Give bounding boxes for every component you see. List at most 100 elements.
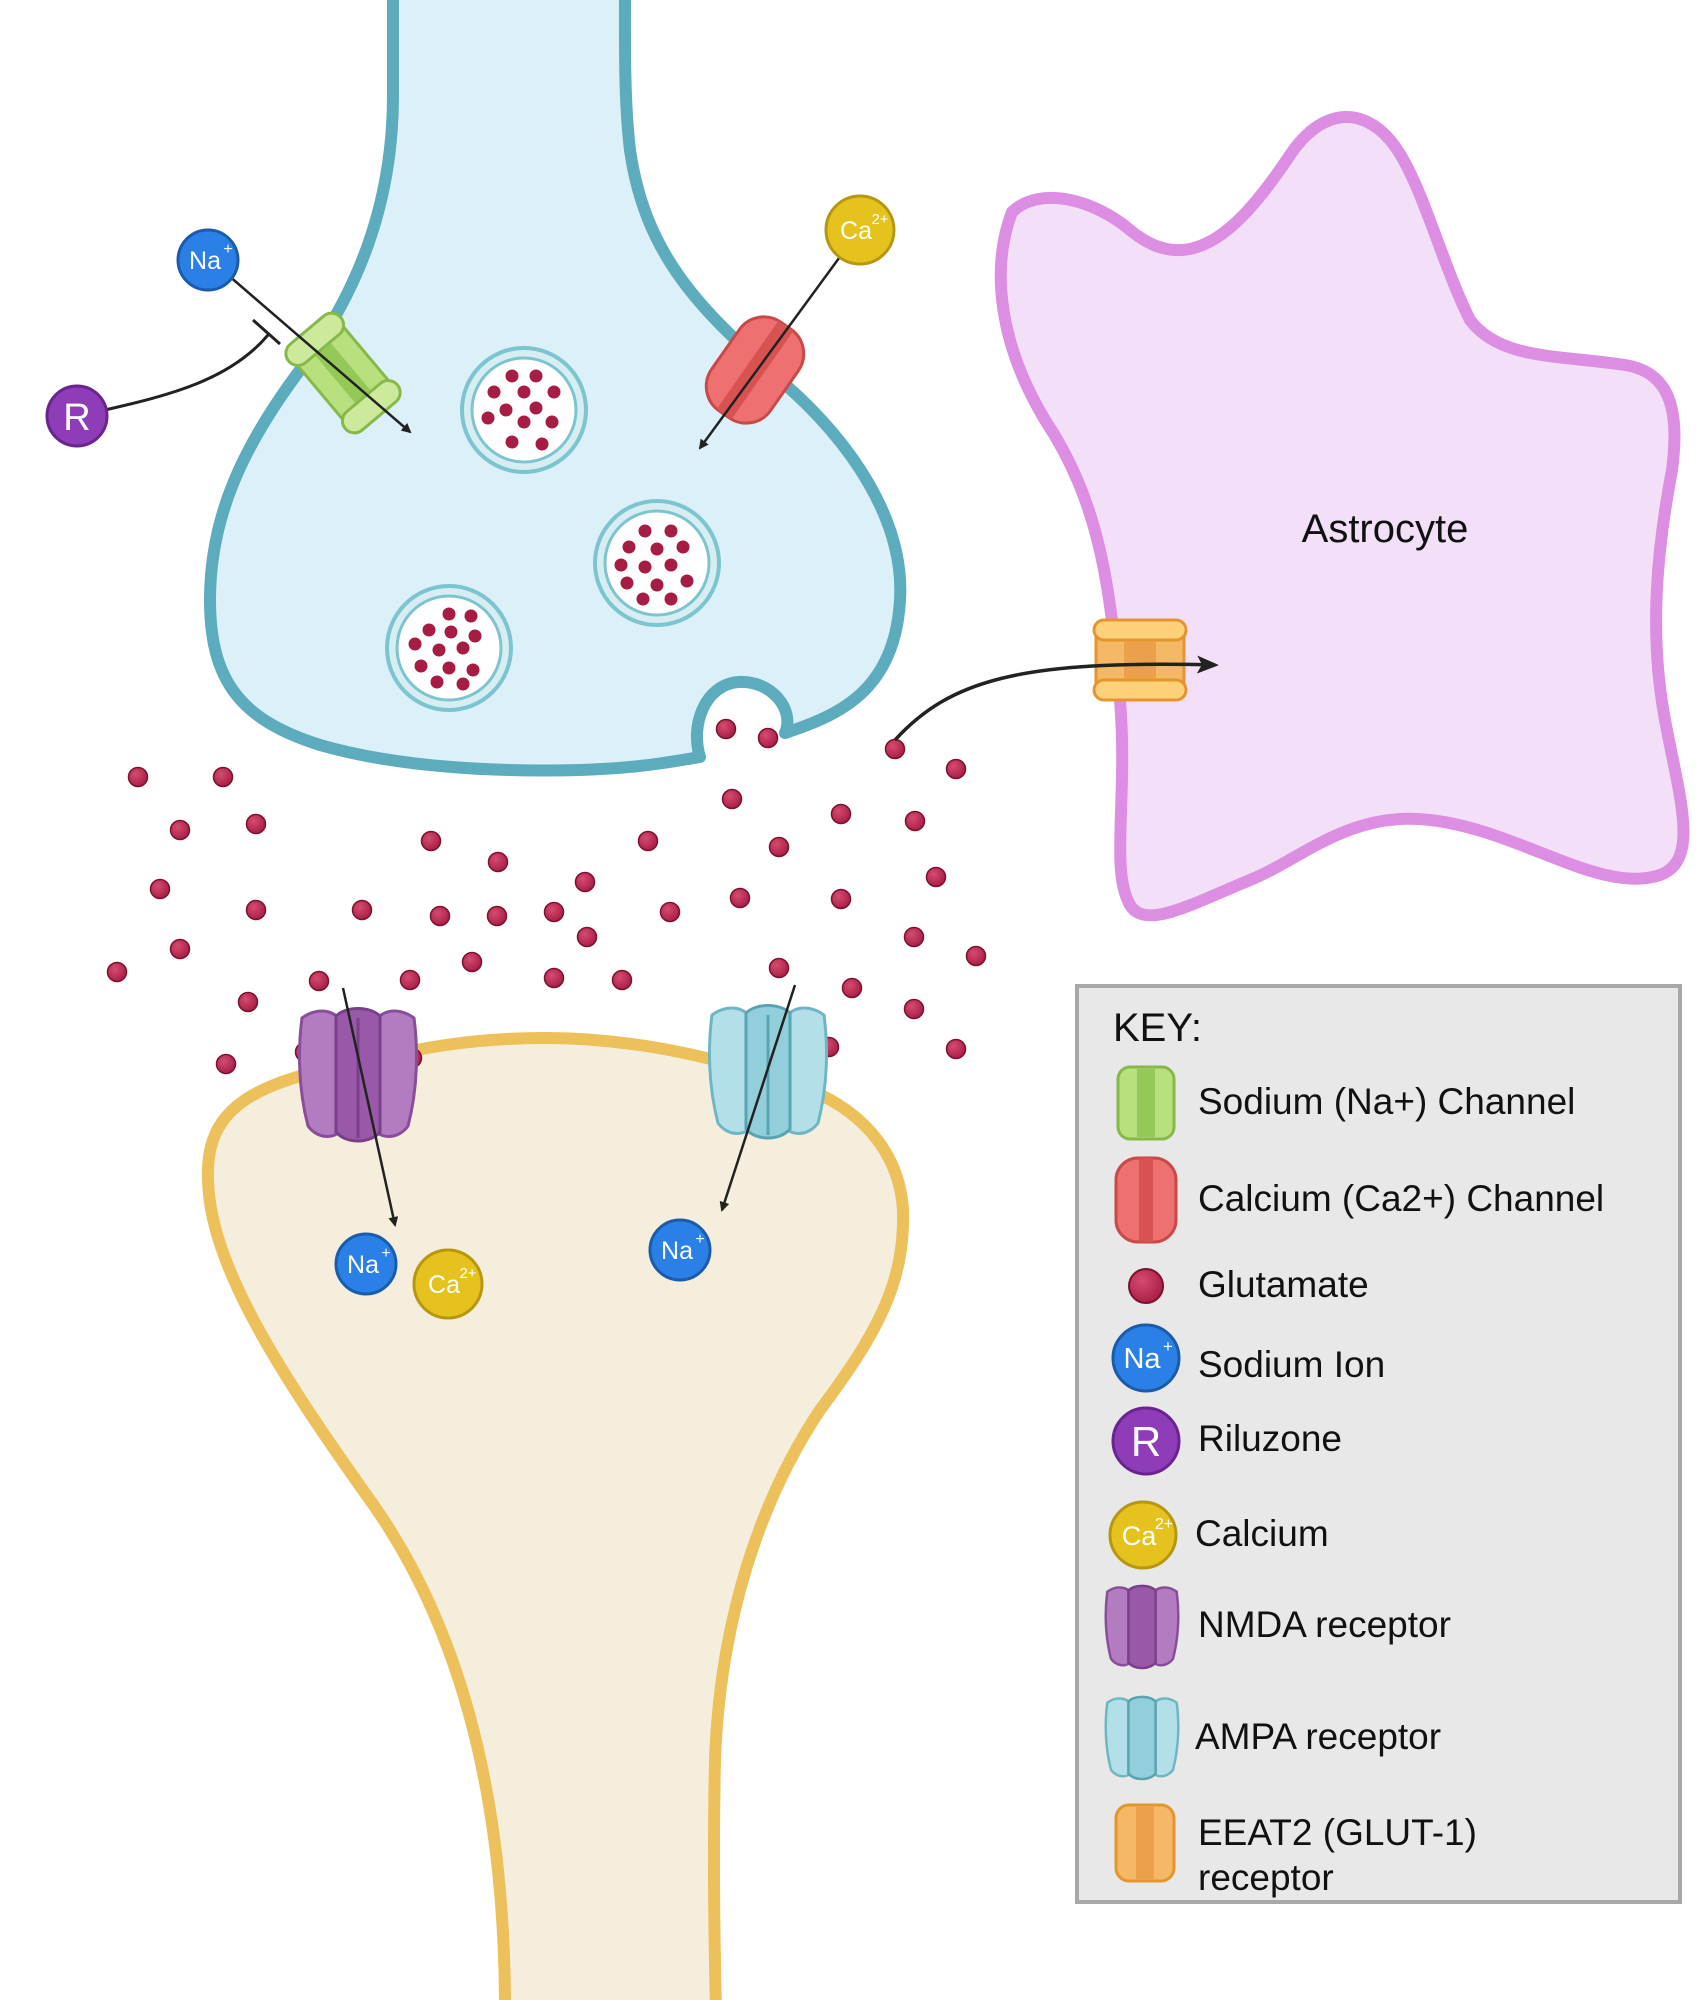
nmda-ion-arrow [341, 987, 399, 1227]
glutamate-molecule [429, 905, 451, 927]
legend-label-eeat2-line1: EEAT2 (GLUT-1) [1198, 1812, 1477, 1853]
vesicle-glutamate [505, 369, 519, 383]
svg-text:Na: Na [1123, 1343, 1161, 1375]
ampa-ion-arrow [719, 984, 797, 1212]
vesicle-glutamate [468, 629, 482, 643]
glutamate-molecule [106, 961, 128, 983]
vesicle-glutamate [545, 415, 559, 429]
vesicle-glutamate [636, 592, 650, 606]
vesicle-glutamate [481, 411, 495, 425]
vesicle-glutamate [676, 540, 690, 554]
svg-text:2+: 2+ [871, 211, 888, 228]
vesicle-glutamate [529, 401, 543, 415]
glutamate-molecule [127, 766, 149, 788]
legend-key: KEY: Sodium (Na+) Channel Calcium (Ca2+)… [1075, 984, 1682, 1904]
legend-nmda-receptor-icon [1104, 1584, 1180, 1670]
calcium-ion-postsynaptic: Ca 2+ [412, 1248, 484, 1320]
vesicle-glutamate [442, 607, 456, 621]
glutamate-molecule [903, 998, 925, 1020]
vesicle-glutamate [466, 663, 480, 677]
glutamate-molecule [830, 888, 852, 910]
vesicle-glutamate [432, 643, 446, 657]
nmda-receptor [298, 1007, 418, 1143]
svg-text:Na: Na [347, 1251, 379, 1279]
vesicle [460, 346, 588, 474]
vesicle [385, 584, 513, 712]
glutamate-molecule [149, 878, 171, 900]
inhibition-bar [252, 318, 281, 346]
glutamate-molecule [169, 819, 191, 841]
glutamate-molecule [945, 1038, 967, 1060]
postsynaptic-neuron [201, 1032, 910, 2000]
glutamate-molecule [965, 945, 987, 967]
sodium-ion-postsynaptic-ampa: Na + [648, 1218, 712, 1282]
svg-text:Ca: Ca [1122, 1521, 1157, 1551]
vesicle-glutamate [517, 415, 531, 429]
ampa-receptor [708, 1004, 828, 1140]
svg-text:R: R [63, 397, 90, 439]
vesicle-glutamate [422, 623, 436, 637]
legend-sodium-ion-icon: Na + [1111, 1323, 1181, 1393]
vesicle-glutamate [444, 625, 458, 639]
svg-text:+: + [223, 241, 232, 258]
vesicle-glutamate [430, 675, 444, 689]
vesicle-glutamate [614, 558, 628, 572]
glutamate-molecule [611, 969, 633, 991]
svg-text:+: + [695, 1231, 704, 1248]
sodium-ion-presynaptic: Na + [176, 228, 240, 292]
svg-text:Na: Na [189, 247, 221, 275]
vesicle-glutamate [620, 576, 634, 590]
glutamate-molecule [904, 810, 926, 832]
riluzone-inhibition-line [104, 334, 270, 412]
svg-text:R: R [1131, 1418, 1161, 1465]
glutamate-molecule [757, 727, 779, 749]
glutamate-molecule [245, 813, 267, 835]
synaptic-vesicles [385, 346, 721, 712]
vesicle-glutamate [638, 560, 652, 574]
vesicle-glutamate [505, 435, 519, 449]
legend-label-glutamate: Glutamate [1198, 1264, 1369, 1305]
svg-text:+: + [1163, 1337, 1173, 1356]
glutamate-molecule [487, 851, 509, 873]
sodium-ion-postsynaptic-nmda: Na + [334, 1232, 398, 1296]
legend-title: KEY: [1113, 1006, 1202, 1050]
vesicle [593, 499, 721, 627]
glutamate-molecule [903, 926, 925, 948]
glutamate-molecule [841, 977, 863, 999]
vesicle-glutamate [499, 403, 513, 417]
vesicle-glutamate [535, 437, 549, 451]
legend-eeat2-icon [1114, 1803, 1176, 1883]
glutamate-uptake-arrow [893, 655, 1219, 742]
glutamate-molecule [245, 899, 267, 921]
glutamate-molecule [925, 866, 947, 888]
vesicle-glutamate [664, 524, 678, 538]
vesicle-glutamate [638, 524, 652, 538]
vesicle-glutamate [664, 592, 678, 606]
vesicle-glutamate [442, 661, 456, 675]
glutamate-molecule [543, 967, 565, 989]
legend-label-sodium-channel: Sodium (Na+) Channel [1198, 1081, 1575, 1122]
glutamate-molecule [486, 905, 508, 927]
legend-label-nmda: NMDA receptor [1198, 1604, 1451, 1645]
svg-text:Ca: Ca [840, 217, 872, 245]
glutamate-molecule [169, 938, 191, 960]
vesicle-glutamate [408, 637, 422, 651]
glutamate-molecule [399, 969, 421, 991]
calcium-ion-presynaptic: Ca 2+ [824, 194, 896, 266]
glutamate-molecule [729, 887, 751, 909]
legend-label-calcium-channel: Calcium (Ca2+) Channel [1198, 1178, 1604, 1219]
sodium-influx-arrow [227, 274, 412, 434]
vesicle-glutamate [664, 558, 678, 572]
vesicle-glutamate [414, 659, 428, 673]
glutamate-molecule [576, 926, 598, 948]
legend-sodium-channel-icon [1116, 1065, 1176, 1141]
legend-calcium-ion-icon: Ca 2+ [1108, 1500, 1178, 1570]
glutamate-cloud [106, 718, 987, 1075]
legend-label-eeat2-line2: receptor [1198, 1857, 1334, 1898]
legend-calcium-channel-icon [1114, 1156, 1178, 1244]
glutamate-molecule [721, 788, 743, 810]
glutamate-molecule [215, 1053, 237, 1075]
vesicle-glutamate [622, 540, 636, 554]
glutamate-molecule [637, 830, 659, 852]
